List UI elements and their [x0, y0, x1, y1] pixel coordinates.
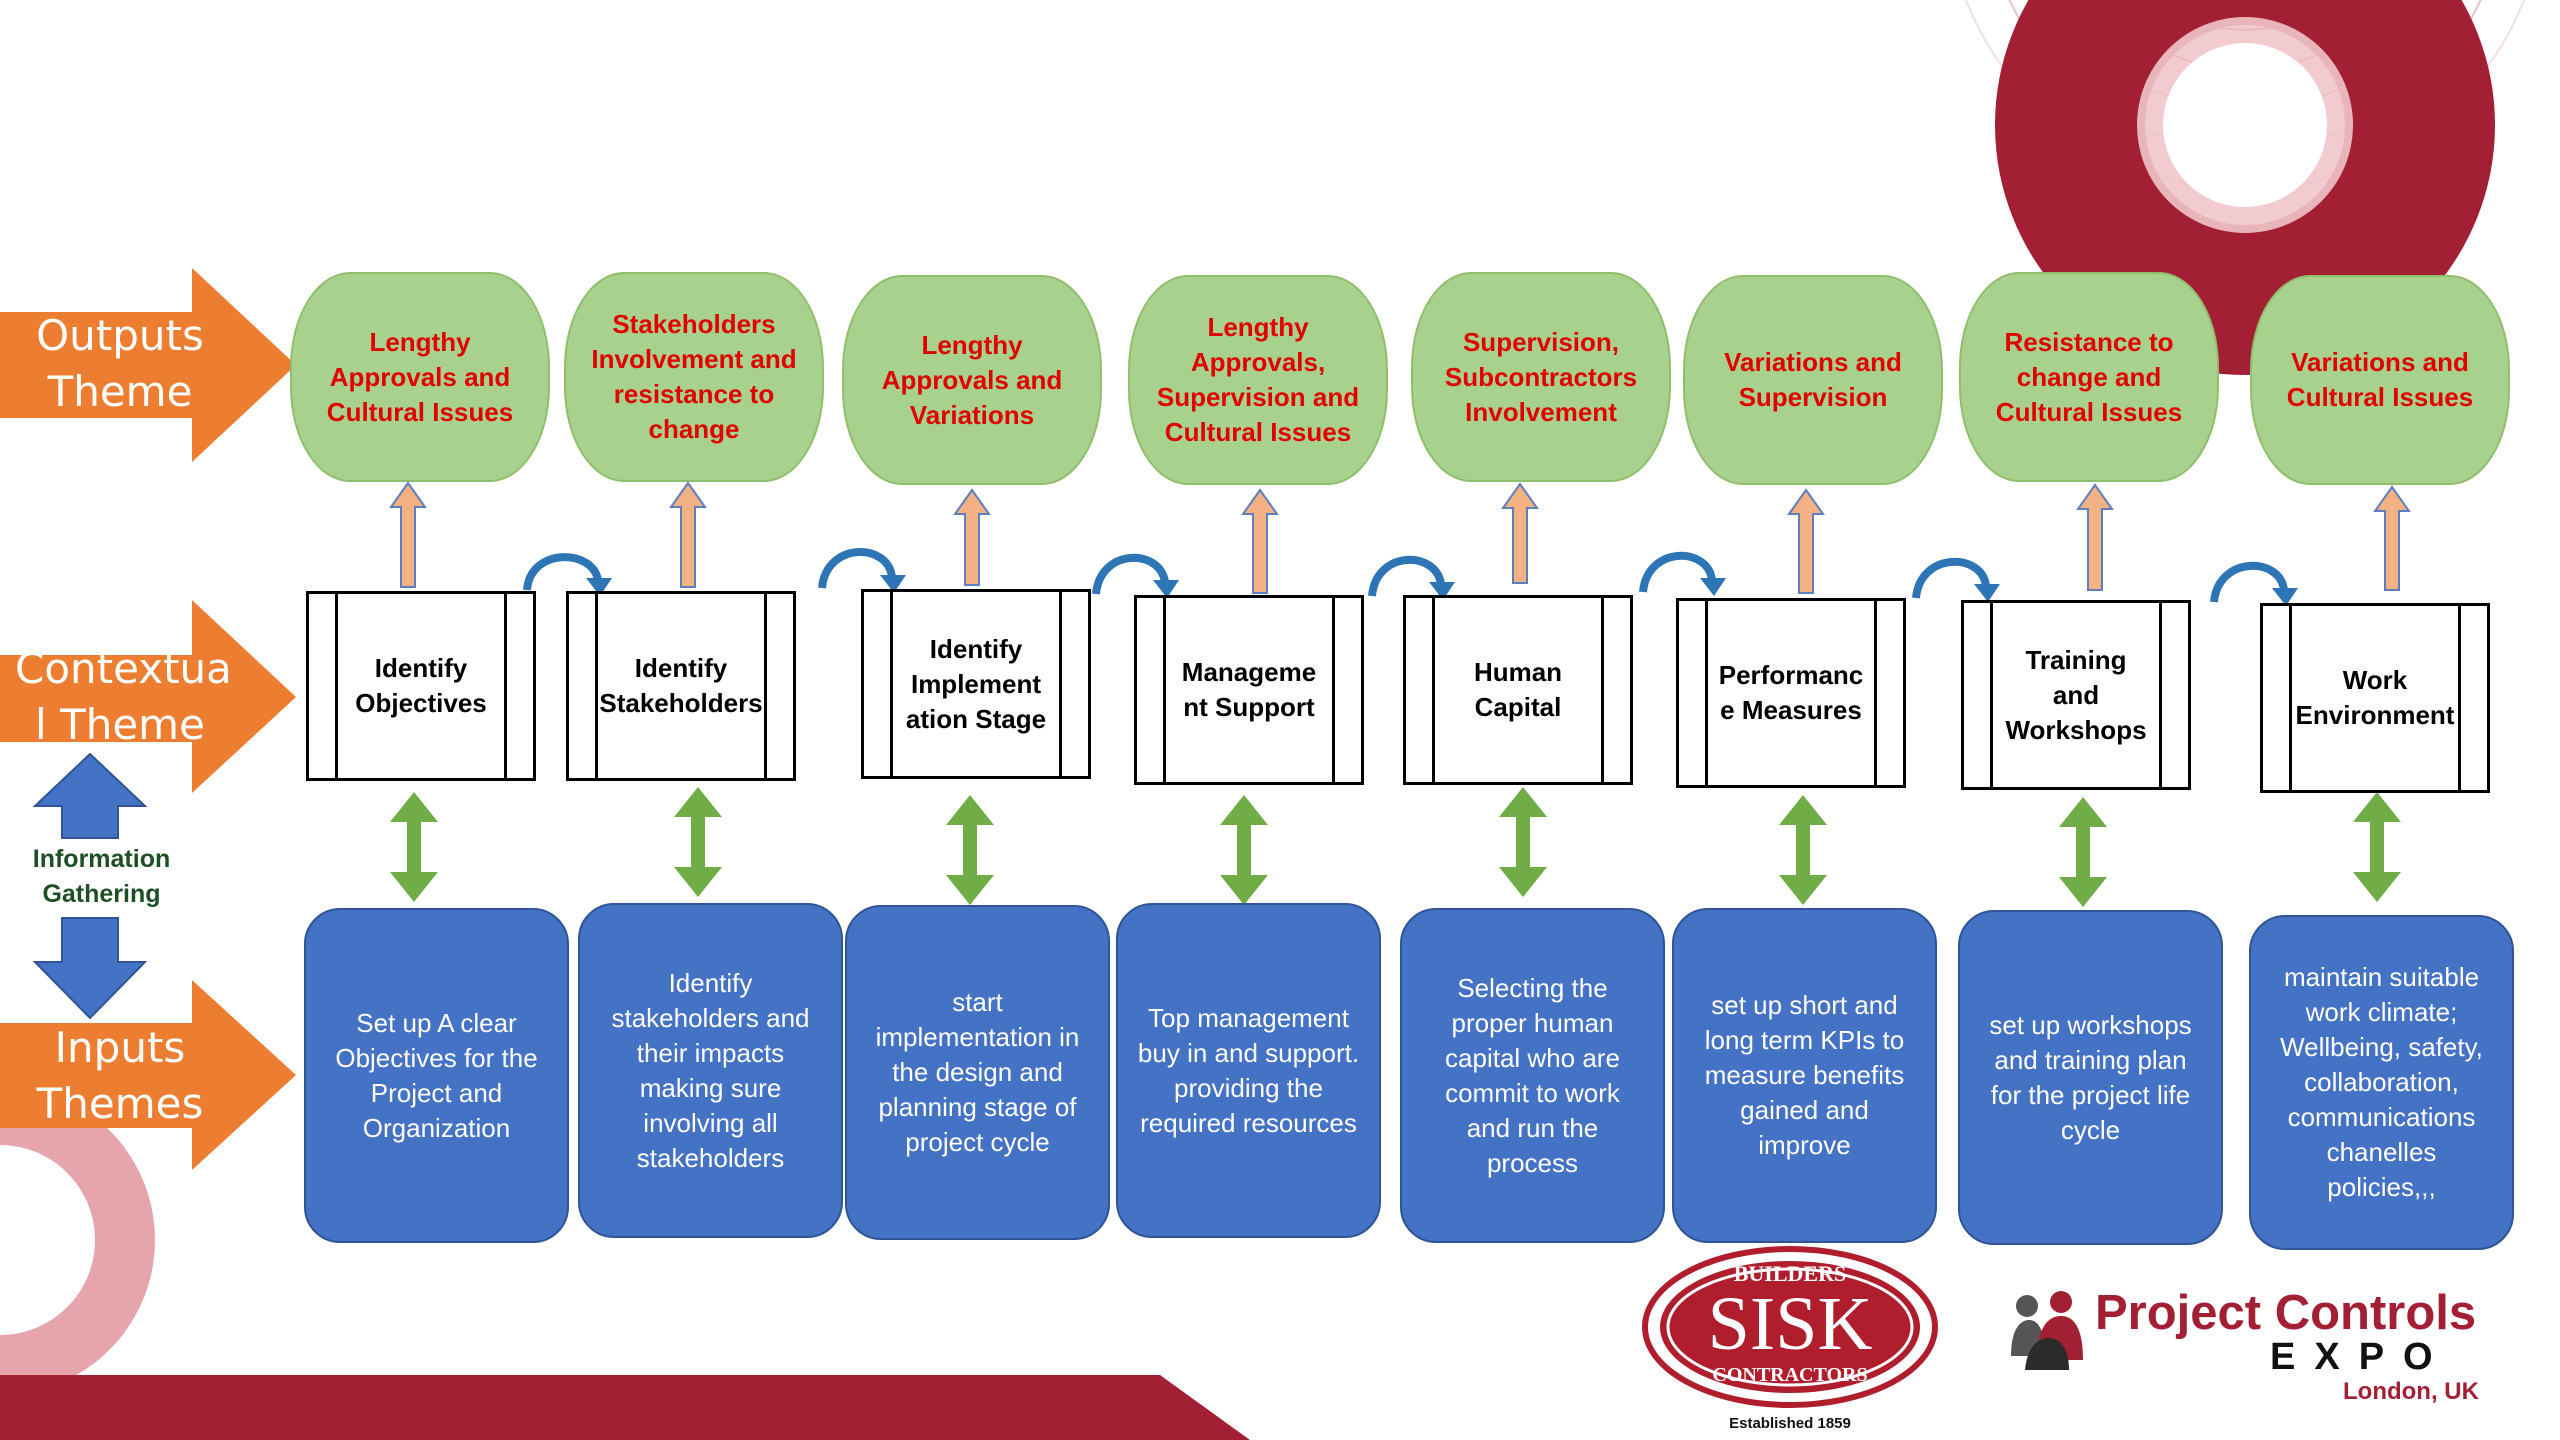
outcome-box-2: Stakeholders Involvement and resistance … — [564, 272, 824, 482]
input-box-6: set up short and long term KPIs to measu… — [1672, 908, 1937, 1243]
two-way-arrow-4 — [1220, 795, 1268, 905]
outputs-theme-arrow — [0, 268, 296, 462]
sisk-top-text: BUILDERS — [1734, 1261, 1846, 1286]
two-way-arrow-3 — [946, 795, 994, 905]
up-arrow-3 — [953, 488, 991, 586]
contextual-theme-label: Contextua l Theme — [15, 644, 232, 749]
stage-box-5: Human Capital — [1403, 595, 1633, 785]
stage-box-6: Performanc e Measures — [1676, 598, 1906, 788]
sisk-bottom-text: CONTRACTORS — [1712, 1364, 1867, 1386]
link-arrow-2 — [818, 548, 896, 589]
up-arrow-7 — [2076, 483, 2114, 591]
input-box-3: start implementation in the design and p… — [845, 905, 1110, 1240]
info-down-arrow — [32, 917, 148, 1020]
project-controls-title: Project Controls — [2095, 1286, 2477, 1340]
link-arrow-3 — [1092, 554, 1169, 595]
input-box-2: Identify stakeholders and their impacts … — [578, 903, 843, 1238]
outcome-box-3: Lengthy Approvals and Variations — [842, 275, 1102, 485]
outcome-box-6: Variations and Supervision — [1683, 275, 1943, 485]
decorative-ring-left — [0, 1085, 155, 1395]
link-arrowhead-5 — [1700, 578, 1726, 596]
sisk-established-text: Established 1859 — [1729, 1415, 1851, 1432]
up-arrow-2 — [669, 481, 707, 588]
two-way-arrow-7 — [2059, 797, 2107, 907]
expo-label: EXPO — [2270, 1336, 2452, 1378]
input-box-5: Selecting the proper human capital who a… — [1400, 908, 1665, 1243]
up-arrow-8 — [2373, 485, 2411, 591]
link-arrow-4 — [1368, 556, 1445, 597]
people-icon — [2011, 1291, 2083, 1370]
two-way-arrow-2 — [674, 787, 722, 897]
two-way-arrow-8 — [2353, 792, 2401, 902]
location-label: London, UK — [2343, 1378, 2479, 1405]
decorative-donut — [1995, 0, 2495, 375]
inputs-theme-arrow — [0, 980, 296, 1170]
sisk-main-text: SISK — [1708, 1282, 1873, 1366]
info-up-arrow — [32, 752, 148, 839]
link-arrow-7 — [2210, 562, 2288, 603]
stage-box-4: Manageme nt Support — [1134, 595, 1364, 785]
two-way-arrow-1 — [390, 792, 438, 902]
contextual-theme-arrow — [0, 600, 296, 793]
sisk-logo: BUILDERS SISK CONTRACTORS Established 18… — [1642, 1246, 1938, 1432]
stage-box-8: Work Environment — [2260, 603, 2490, 793]
link-arrowhead-2 — [880, 575, 906, 593]
two-way-arrow-5 — [1499, 787, 1547, 897]
information-gathering-label: Information Gathering — [32, 845, 171, 908]
stage-box-2: Identify Stakeholders — [566, 591, 796, 781]
link-arrowhead-3 — [1153, 580, 1179, 598]
input-box-7: set up workshops and training plan for t… — [1958, 910, 2223, 1245]
up-arrow-1 — [389, 481, 427, 588]
outcome-box-1: Lengthy Approvals and Cultural Issues — [290, 272, 550, 482]
outcome-box-7: Resistance to change and Cultural Issues — [1959, 272, 2219, 482]
up-arrow-4 — [1241, 488, 1279, 594]
outcome-box-4: Lengthy Approvals, Supervision and Cultu… — [1128, 275, 1388, 485]
two-way-arrow-6 — [1779, 795, 1827, 905]
link-arrow-1 — [523, 553, 602, 591]
link-arrow-6 — [1912, 558, 1990, 599]
link-arrowhead-6 — [1974, 584, 2000, 602]
stage-box-1: Identify Objectives — [306, 591, 536, 781]
link-arrow-5 — [1639, 552, 1716, 593]
up-arrow-6 — [1787, 488, 1825, 594]
stage-box-3: Identify Implement ation Stage — [861, 589, 1091, 779]
input-box-1: Set up A clear Objectives for the Projec… — [304, 908, 569, 1243]
bottom-band — [0, 1375, 1250, 1440]
outcome-box-5: Supervision, Subcontractors Involvement — [1411, 272, 1671, 482]
inputs-theme-label: Inputs Themes — [36, 1023, 204, 1128]
stage-box-7: Training and Workshops — [1961, 600, 2191, 790]
link-arrowhead-4 — [1429, 582, 1455, 600]
input-box-8: maintain suitable work climate; Wellbein… — [2249, 915, 2514, 1250]
input-box-4: Top management buy in and support. provi… — [1116, 903, 1381, 1238]
link-arrowhead-7 — [2272, 588, 2298, 606]
up-arrow-5 — [1501, 482, 1539, 584]
outcome-box-8: Variations and Cultural Issues — [2250, 275, 2510, 485]
outputs-theme-label: Outputs Theme — [36, 311, 204, 416]
link-arrowhead-1 — [586, 578, 612, 596]
